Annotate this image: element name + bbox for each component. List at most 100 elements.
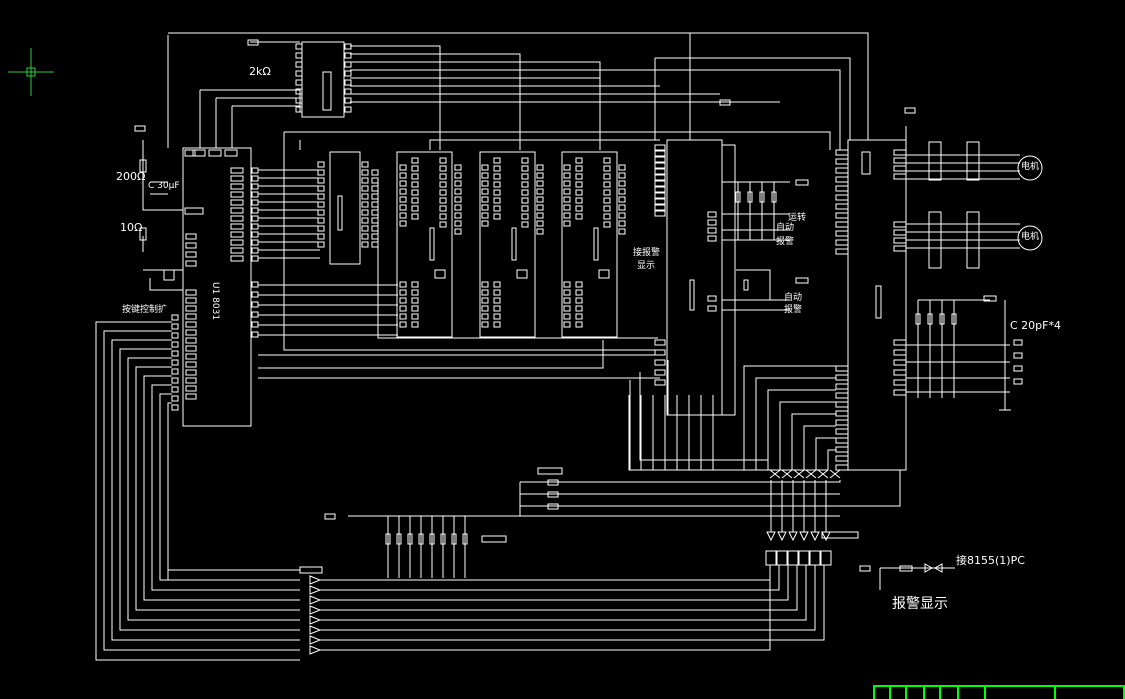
pin-mem-right xyxy=(439,157,447,164)
pin-mem-right xyxy=(603,197,611,204)
wire-key xyxy=(127,357,300,621)
pin-key-bus xyxy=(171,350,179,357)
pin-8155-left-bottom xyxy=(654,339,666,346)
pin-mem-bottom2 xyxy=(575,297,583,304)
pin-mem-right xyxy=(603,173,611,180)
pin-mem-right xyxy=(521,205,529,212)
pin-decoder-ext xyxy=(371,217,379,224)
pin-mem-bottom2 xyxy=(493,289,501,296)
pin-small xyxy=(719,99,731,106)
pin-8031-left2 xyxy=(185,385,197,392)
resistor xyxy=(899,565,913,572)
led-driver-triangle xyxy=(309,585,322,595)
pin-mem-right2 xyxy=(454,188,462,195)
pin-mem-bottom xyxy=(399,281,407,288)
pin-key-bus xyxy=(171,395,179,402)
pin-mem-bottom xyxy=(563,313,571,320)
wire-key xyxy=(135,366,300,611)
pin-8155b-left xyxy=(835,230,849,237)
pin-key-bus xyxy=(171,341,179,348)
motor-2-circle xyxy=(1017,225,1043,251)
resistor xyxy=(451,533,457,545)
pin-8155b-right3 xyxy=(893,379,907,386)
wire-status xyxy=(736,269,771,300)
pin-8155b-left2 xyxy=(835,392,849,399)
chip-8031-label: U1 8031 xyxy=(210,282,220,321)
pin-latch-right xyxy=(344,52,352,59)
key-decode-label: 按键控制扩 xyxy=(122,305,168,315)
pin-mem-bottom2 xyxy=(411,297,419,304)
pin-8155-left xyxy=(654,186,666,193)
pin-8031-left2 xyxy=(185,321,197,328)
resistor xyxy=(418,533,424,545)
pin-8155b-left2 xyxy=(835,383,849,390)
pin-8031-right xyxy=(230,199,244,206)
pin-mem-bottom xyxy=(563,321,571,328)
pin-8155b-left2 xyxy=(835,410,849,417)
resistor xyxy=(407,533,413,545)
wire-layer xyxy=(95,32,1020,661)
pin-8155b-left2 xyxy=(835,374,849,381)
pin-small xyxy=(299,566,323,574)
resistor xyxy=(547,491,559,498)
resistor xyxy=(771,191,777,203)
pin-8031-out2 xyxy=(251,321,259,328)
chip-driver-3 xyxy=(928,211,942,269)
pin-mem-right xyxy=(439,181,447,188)
chip-8155-1 xyxy=(666,139,723,416)
pin-mem-bottom xyxy=(399,313,407,320)
pin-decoder-left xyxy=(317,233,325,240)
motor-1-circle xyxy=(1017,155,1043,181)
pin-8155-left-bottom xyxy=(654,349,666,356)
pin-small xyxy=(859,565,871,572)
pin-mem-left xyxy=(563,188,571,195)
pin-mem-left2 xyxy=(493,173,501,180)
pin-latch-left xyxy=(295,43,303,50)
pin-mem-left2 xyxy=(411,197,419,204)
pin-8155-left xyxy=(654,210,666,217)
wire-led xyxy=(320,565,825,641)
seven-seg-digit xyxy=(765,550,777,566)
led-driver-triangle xyxy=(309,575,322,585)
pin-decoder-ext xyxy=(371,185,379,192)
pin-mem-left2 xyxy=(575,213,583,220)
pin-mem-right xyxy=(521,197,529,204)
pin-decoder-right xyxy=(361,241,369,248)
pin-mem-bottom2 xyxy=(493,281,501,288)
pin-mem-bottom xyxy=(481,321,489,328)
pin-8031-out xyxy=(251,175,259,182)
pin-mem-left xyxy=(481,188,489,195)
pin-key-bus xyxy=(171,323,179,330)
pin-mem-left2 xyxy=(493,165,501,172)
pin-8031-right xyxy=(230,167,244,174)
pin-output xyxy=(1013,352,1023,359)
pin-mem-right2 xyxy=(618,220,626,227)
pin-small xyxy=(795,277,809,284)
pin-8031-left xyxy=(185,242,197,249)
pin-small xyxy=(904,107,916,114)
pin-mem-left2 xyxy=(493,213,501,220)
wire-bus2 xyxy=(712,395,836,471)
pin-mem-right xyxy=(439,221,447,228)
pin-8031-out2 xyxy=(251,331,259,338)
pin-decoder-ext xyxy=(371,209,379,216)
pin-mem-right2 xyxy=(618,228,626,235)
pin-8155b-left2 xyxy=(835,455,849,462)
pin-mem-left xyxy=(481,196,489,203)
pin-mem-bottom xyxy=(563,305,571,312)
pin-decoder-left xyxy=(317,209,325,216)
pin-mem-left2 xyxy=(575,197,583,204)
wire-passive xyxy=(142,140,183,211)
pin-8031-left xyxy=(185,260,197,267)
wire-addr xyxy=(655,57,851,140)
pin-mem-right xyxy=(603,205,611,212)
pin-mem-right2 xyxy=(454,228,462,235)
resistor-200 xyxy=(139,159,147,173)
mem-internal xyxy=(511,227,517,261)
pin-8031-left2 xyxy=(185,353,197,360)
pin-mem-right2 xyxy=(536,188,544,195)
pin-latch-left xyxy=(295,88,303,95)
pin-key-bus xyxy=(171,368,179,375)
pin-latch-right xyxy=(344,79,352,86)
